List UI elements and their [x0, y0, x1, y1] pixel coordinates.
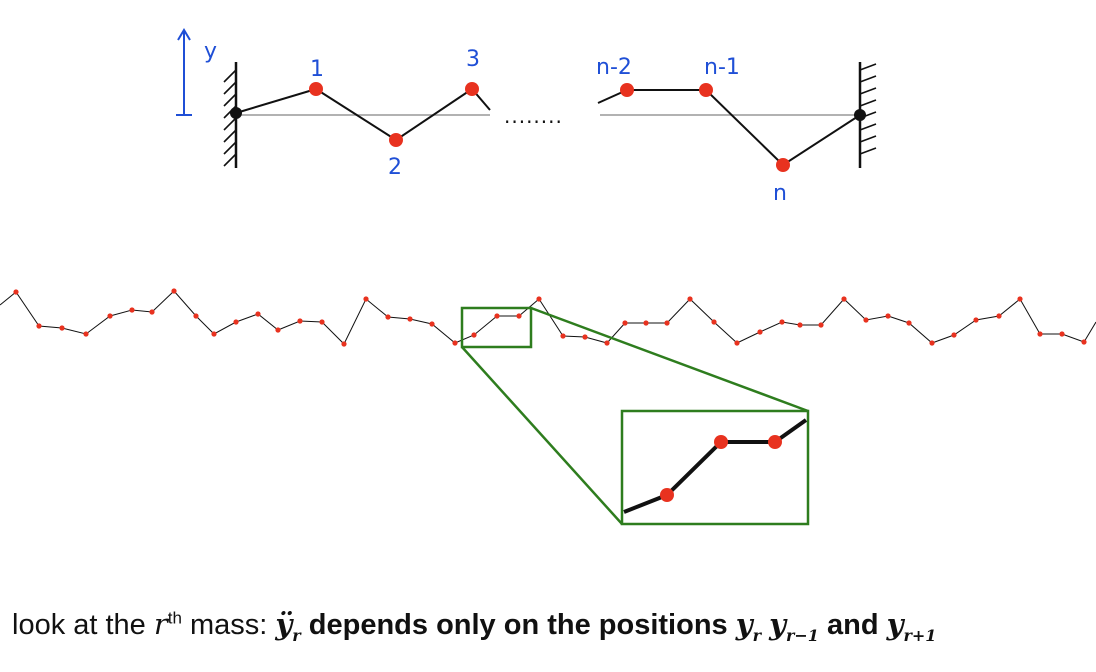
zoom-line-lower — [461, 346, 623, 525]
zoom-mass — [714, 435, 728, 449]
left-pin — [230, 107, 242, 119]
caption-y2-sub: r−1 — [785, 625, 819, 645]
caption-pre: look at the — [12, 609, 146, 641]
chain-mass — [604, 340, 610, 346]
chain-mass — [407, 316, 413, 322]
chain-mass — [734, 340, 740, 346]
caption: look at the rth mass: ÿr depends only on… — [12, 607, 1092, 645]
chain-mass — [211, 331, 217, 337]
chain-mass — [841, 296, 847, 302]
string-right — [597, 89, 861, 167]
chain-mass — [255, 311, 261, 317]
caption-y3-sub: r+1 — [903, 625, 937, 645]
mass-n — [776, 158, 790, 172]
caption-y1: y — [735, 607, 753, 641]
label-n-1: n-1 — [704, 55, 740, 80]
chain-mass — [664, 320, 670, 326]
caption-r-sub: r — [292, 625, 301, 645]
chain-mass — [129, 307, 135, 313]
zoom-box — [620, 409, 810, 526]
chain-mass — [757, 329, 763, 335]
mass-3 — [465, 82, 479, 96]
chain-mass — [1081, 339, 1087, 345]
caption-y2: y — [769, 607, 786, 641]
top-diagram: y — [176, 28, 877, 206]
chain-mass — [1017, 296, 1023, 302]
chain-mass — [582, 334, 588, 340]
chain-mass — [59, 325, 65, 331]
y-axis-label: y — [204, 39, 217, 64]
caption-depends: depends only on the positions — [300, 609, 736, 641]
chain-mass — [643, 320, 649, 326]
mass-chain — [0, 288, 1096, 347]
label-n-2: n-2 — [596, 55, 632, 80]
mass-n-1 — [699, 83, 713, 97]
chain-mass — [341, 341, 347, 347]
caption-mid: mass: — [181, 609, 276, 641]
right-pin — [854, 109, 866, 121]
chain-mass — [83, 331, 89, 337]
chain-mass — [797, 322, 803, 328]
chain-mass — [622, 320, 628, 326]
chain-mass — [171, 288, 177, 294]
chain-mass — [779, 319, 785, 325]
mass-2 — [389, 133, 403, 147]
caption-and: and — [818, 609, 887, 641]
chain-mass — [149, 309, 155, 315]
caption-th: th — [167, 608, 182, 628]
chain-mass — [429, 321, 435, 327]
chain-mass — [951, 332, 957, 338]
label-1: 1 — [310, 57, 324, 82]
chain-mass — [687, 296, 693, 302]
chain-mass — [319, 319, 325, 325]
ellipsis: ........ — [504, 104, 563, 128]
chain-mass — [885, 313, 891, 319]
chain-mass — [536, 296, 542, 302]
zoom-line-upper — [530, 306, 809, 413]
zoom-source-box — [460, 306, 533, 349]
mass-1 — [309, 82, 323, 96]
chain-mass — [193, 313, 199, 319]
chain-mass — [107, 313, 113, 319]
y-axis-arrow — [176, 28, 192, 116]
chain-mass — [818, 322, 824, 328]
chain-string — [0, 290, 1096, 345]
label-n: n — [773, 181, 787, 206]
chain-mass — [363, 296, 369, 302]
chain-mass — [996, 313, 1002, 319]
chain-mass — [863, 317, 869, 323]
chain-mass — [471, 332, 477, 338]
chain-mass — [452, 340, 458, 346]
chain-mass — [36, 323, 42, 329]
mass-n-2 — [620, 83, 634, 97]
chain-mass — [711, 319, 717, 325]
chain-mass — [906, 320, 912, 326]
zoom-callout — [460, 306, 810, 526]
zoom-mass — [768, 435, 782, 449]
zoom-mass — [660, 488, 674, 502]
chain-mass — [233, 319, 239, 325]
chain-mass — [275, 327, 281, 333]
chain-mass — [13, 289, 19, 295]
label-2: 2 — [388, 155, 402, 180]
chain-mass — [929, 340, 935, 346]
chain-mass — [560, 333, 566, 339]
label-3: 3 — [466, 47, 480, 72]
chain-mass — [1037, 331, 1043, 337]
chain-mass — [973, 317, 979, 323]
caption-yddot: ÿ — [275, 607, 293, 641]
chain-mass — [297, 318, 303, 324]
caption-y1-sub: r — [752, 625, 762, 645]
chain-mass — [494, 313, 500, 319]
chain-mass — [516, 313, 522, 319]
chain-mass — [1059, 331, 1065, 337]
chain-mass — [385, 314, 391, 320]
caption-r: r — [153, 607, 168, 641]
caption-y3: y — [886, 607, 904, 641]
